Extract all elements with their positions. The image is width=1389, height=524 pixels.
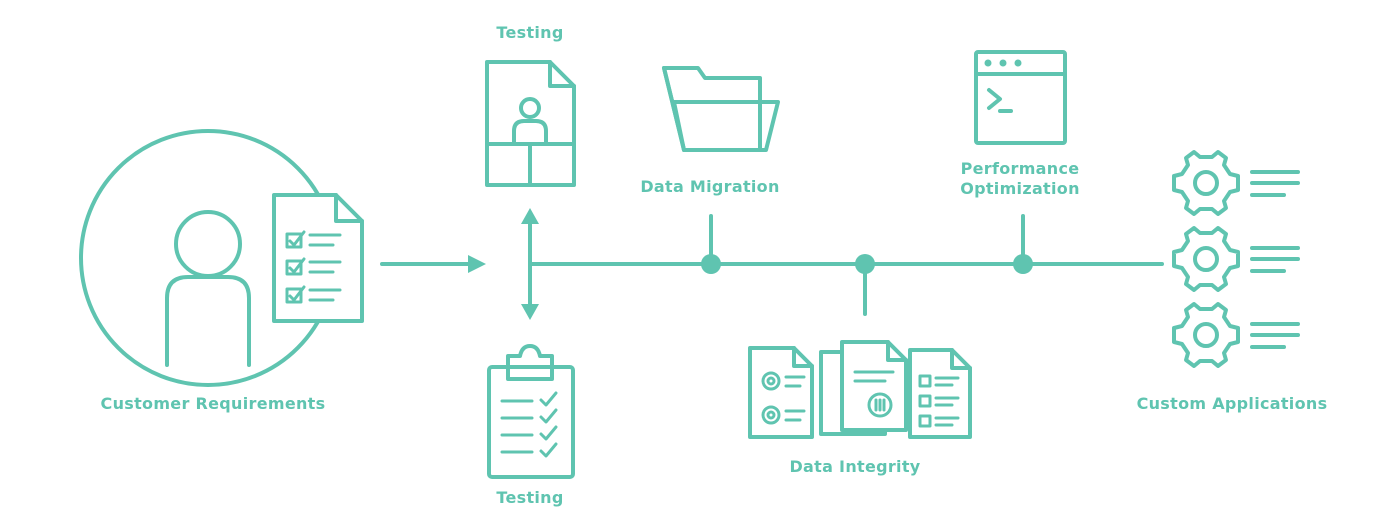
- label-custom-applications: Custom Applications: [1136, 394, 1328, 413]
- label-performance-line2: Optimization: [960, 179, 1080, 198]
- gear-list-icon: [1172, 226, 1300, 292]
- open-folder-icon: [662, 66, 780, 152]
- documents-stack-icon: [748, 340, 972, 439]
- label-data-migration: Data Migration: [640, 177, 780, 196]
- label-customer-requirements: Customer Requirements: [100, 394, 326, 413]
- gear-list-icon: [1172, 302, 1300, 368]
- checklist-document-icon: [272, 193, 364, 323]
- flow-arrow: [380, 255, 486, 273]
- terminal-window-icon: [974, 50, 1067, 145]
- label-testing-bottom: Testing: [496, 488, 564, 507]
- label-testing-top: Testing: [496, 23, 564, 42]
- user-profile-document-icon: [485, 60, 576, 187]
- label-performance-optimization: Performance Optimization: [945, 159, 1095, 199]
- gear-list-icon: [1172, 150, 1300, 216]
- timeline-node: [855, 254, 875, 274]
- label-performance-line1: Performance: [960, 159, 1080, 178]
- timeline: [528, 214, 1164, 316]
- timeline-node: [701, 254, 721, 274]
- timeline-node: [1013, 254, 1033, 274]
- label-data-integrity: Data Integrity: [789, 457, 921, 476]
- clipboard-checklist-icon: [487, 344, 575, 479]
